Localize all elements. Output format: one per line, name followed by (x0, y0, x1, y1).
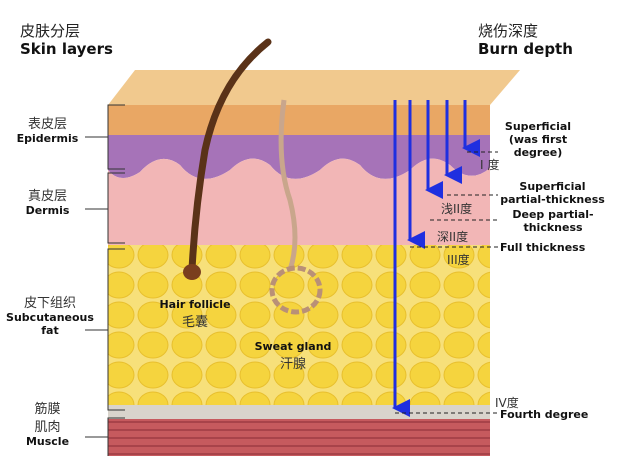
burn-superficial-partial: Superficial partial-thickness (500, 180, 605, 206)
fat-layer (108, 245, 490, 405)
burn-degree-2-deep: 深II度 (437, 230, 469, 244)
burn-leaders (395, 151, 498, 414)
right-title-cn: 烧伤深度 (478, 22, 539, 40)
left-title-en: Skin layers (20, 40, 113, 58)
hair-follicle (188, 38, 272, 274)
skin-surface (108, 70, 520, 105)
right-title-en: Burn depth (478, 40, 573, 58)
burn-arrows (392, 100, 480, 417)
muscle-layer (108, 419, 490, 456)
burn-deep-partial: Deep partial-thickness (512, 208, 594, 234)
layer-fascia: 筋膜 (34, 402, 61, 417)
burn-degree-2-shallow: 浅II度 (441, 202, 473, 216)
fascia-layer (108, 405, 490, 419)
sweat-gland (278, 99, 298, 271)
epidermis-outer (108, 105, 490, 137)
burn-superficial: Superficial (was first degree) (504, 120, 572, 159)
burn-degree-1: I 度 (480, 158, 500, 172)
burn-degree-4: IV度 (495, 396, 519, 410)
layer-brackets (85, 104, 125, 456)
burn-degree-3: III度 (447, 253, 470, 267)
burn-fourth-degree: Fourth degree (500, 408, 589, 421)
left-title-cn: 皮肤分层 (20, 22, 81, 40)
burn-full-thickness: Full thickness (500, 241, 586, 254)
